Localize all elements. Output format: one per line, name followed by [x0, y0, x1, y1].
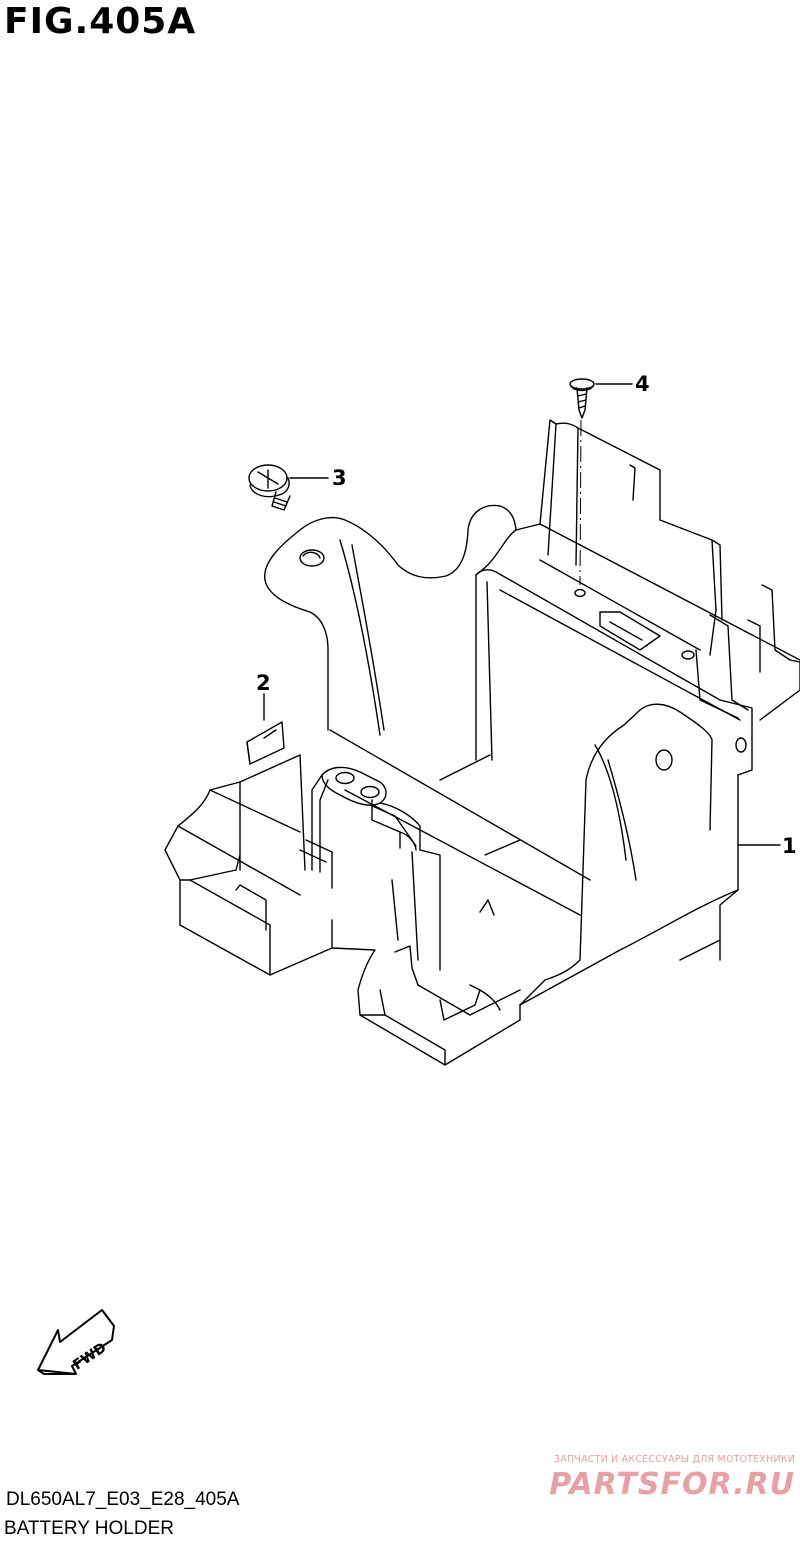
fwd-arrow-icon: FWD	[37, 1309, 115, 1375]
callout-1: 1	[782, 834, 797, 858]
diagram-caption: BATTERY HOLDER	[4, 1518, 174, 1539]
screw-axis-line	[579, 419, 582, 586]
callout-4: 4	[635, 372, 650, 396]
callout-2: 2	[256, 671, 271, 695]
bolt-drawing	[248, 464, 291, 511]
screw-drawing	[569, 378, 595, 419]
svg-text:PARTSFOR.RU: PARTSFOR.RU	[549, 1467, 795, 1502]
battery-holder-drawing	[164, 419, 800, 1066]
diagram-code: DL650AL7_E03_E28_405A	[6, 1489, 240, 1510]
figure-title: FIG.405A	[4, 1, 197, 42]
pad-drawing	[246, 721, 285, 765]
callout-3: 3	[332, 466, 347, 490]
watermark-logo: PARTSFOR.RU	[549, 1467, 795, 1502]
watermark-subtitle: ЗАПЧАСТИ И АКСЕССУАРЫ ДЛЯ МОТОТЕХНИКИ	[554, 1454, 795, 1465]
